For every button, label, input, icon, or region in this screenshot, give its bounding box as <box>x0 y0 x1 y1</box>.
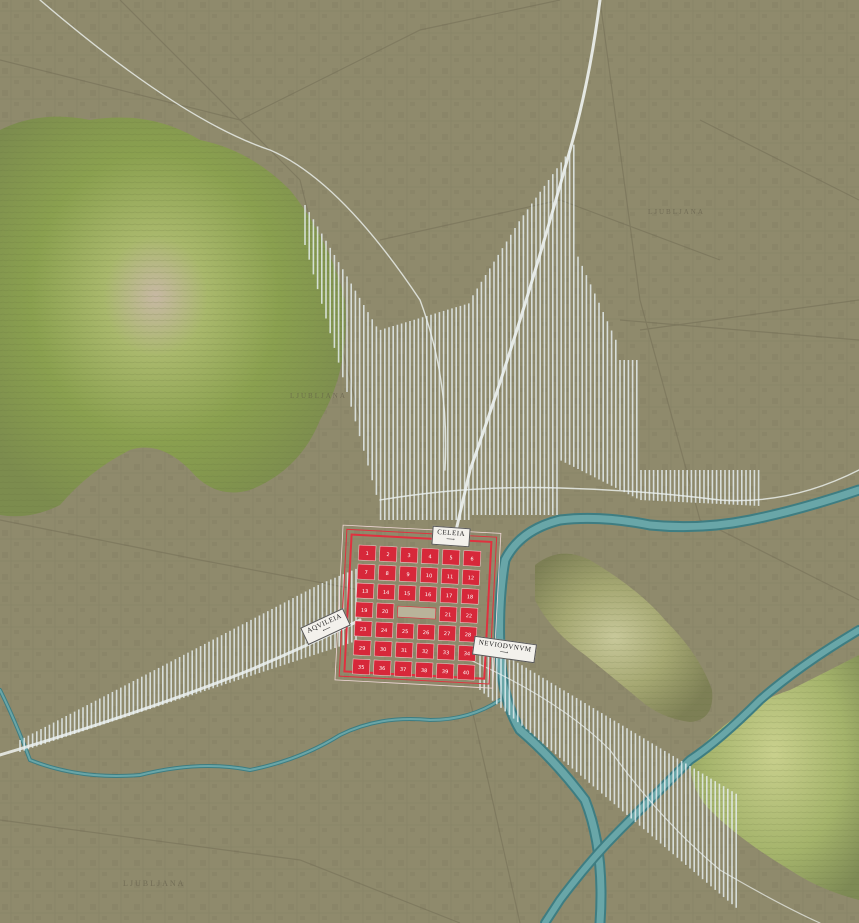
insula-number: 8 <box>385 571 388 577</box>
insula-number: 21 <box>445 612 452 618</box>
insula-block <box>356 582 375 600</box>
insula-number: 15 <box>404 591 411 597</box>
insula-block <box>399 546 419 564</box>
hatch-zone-southeast <box>479 640 738 908</box>
insula-number: 12 <box>468 575 475 581</box>
insula-number: 39 <box>442 669 449 675</box>
insula-block <box>460 588 480 605</box>
insula-number: 23 <box>360 627 367 633</box>
insula-number: 11 <box>447 574 454 580</box>
insula-number: 38 <box>421 668 428 674</box>
town-label: LJUBLJANA <box>123 879 185 888</box>
insula-number: 37 <box>400 667 407 673</box>
insula-block <box>355 601 374 619</box>
insula-block <box>418 585 438 603</box>
insula-number: 10 <box>426 573 433 579</box>
insula-number: 34 <box>464 651 471 657</box>
insula-block <box>358 544 377 562</box>
insula-block <box>456 664 476 681</box>
insula-number: 20 <box>382 609 389 615</box>
insula-number: 5 <box>449 555 452 561</box>
insula-number: 27 <box>444 631 451 637</box>
insula-block <box>354 620 373 638</box>
insula-block <box>352 658 371 675</box>
insula-block <box>414 661 434 679</box>
insula-block <box>398 565 418 583</box>
insula-number: 18 <box>467 594 474 600</box>
insula-number: 32 <box>422 649 429 655</box>
insula-number: 7 <box>364 570 367 576</box>
insula-block <box>357 563 376 581</box>
insula-block <box>441 549 461 566</box>
insula-number: 35 <box>358 665 365 671</box>
insula-block <box>459 607 479 624</box>
insula-block <box>373 659 392 677</box>
insula-block <box>397 584 417 602</box>
insula-number: 17 <box>446 593 453 599</box>
insula-number: 3 <box>407 553 410 559</box>
insula-block <box>438 606 458 623</box>
town-label: LJUBLJANA <box>648 208 705 216</box>
insula-block <box>376 602 395 620</box>
insula-number: 24 <box>381 628 388 634</box>
insula-number: 28 <box>465 632 472 638</box>
insula-block <box>461 569 481 586</box>
insula-block <box>440 568 460 585</box>
insula-number: 4 <box>428 554 431 560</box>
insula-block <box>377 564 397 582</box>
insula-block <box>353 639 372 656</box>
insula-number: 9 <box>406 572 409 578</box>
insula-number: 25 <box>402 629 409 635</box>
insula-number: 2 <box>386 552 389 558</box>
insula-block <box>462 550 482 567</box>
hatch-zone-west <box>19 568 357 752</box>
insula-block <box>435 662 455 680</box>
forum <box>397 605 437 620</box>
insula-block <box>375 621 394 639</box>
insula-number: 14 <box>383 590 390 596</box>
insula-block <box>458 626 478 643</box>
insula-block <box>378 545 398 563</box>
insula-number: 6 <box>470 556 473 562</box>
arrow-icon: ⟶ <box>445 536 456 544</box>
insula-number: 19 <box>361 608 368 614</box>
insula-number: 1 <box>365 551 368 557</box>
insula-block <box>437 625 457 642</box>
insula-block <box>395 622 415 640</box>
insula-number: 33 <box>443 650 450 656</box>
insula-number: 40 <box>463 670 470 676</box>
insula-number: 29 <box>359 646 366 652</box>
insula-block <box>420 548 440 565</box>
insula-block <box>415 642 435 660</box>
insula-block <box>393 660 413 678</box>
hatch-zone-north <box>304 144 760 520</box>
insula-number: 31 <box>401 648 408 654</box>
insula-block <box>376 583 396 601</box>
insula-number: 30 <box>380 647 387 653</box>
insula-block <box>374 640 393 658</box>
insula-block <box>394 641 414 659</box>
insula-number: 26 <box>423 630 430 636</box>
insula-number: 22 <box>466 613 473 619</box>
insula-number: 13 <box>362 589 369 595</box>
insula-block <box>436 643 456 661</box>
road-label-celeia[interactable]: CELEIA ⟶ <box>431 525 471 548</box>
insula-number: 36 <box>379 666 386 672</box>
insula-block <box>419 566 439 584</box>
insula-block <box>439 587 459 604</box>
insula-number: 16 <box>425 592 432 598</box>
town-label: LJUBLJANA <box>290 392 347 400</box>
insula-block <box>416 623 436 641</box>
